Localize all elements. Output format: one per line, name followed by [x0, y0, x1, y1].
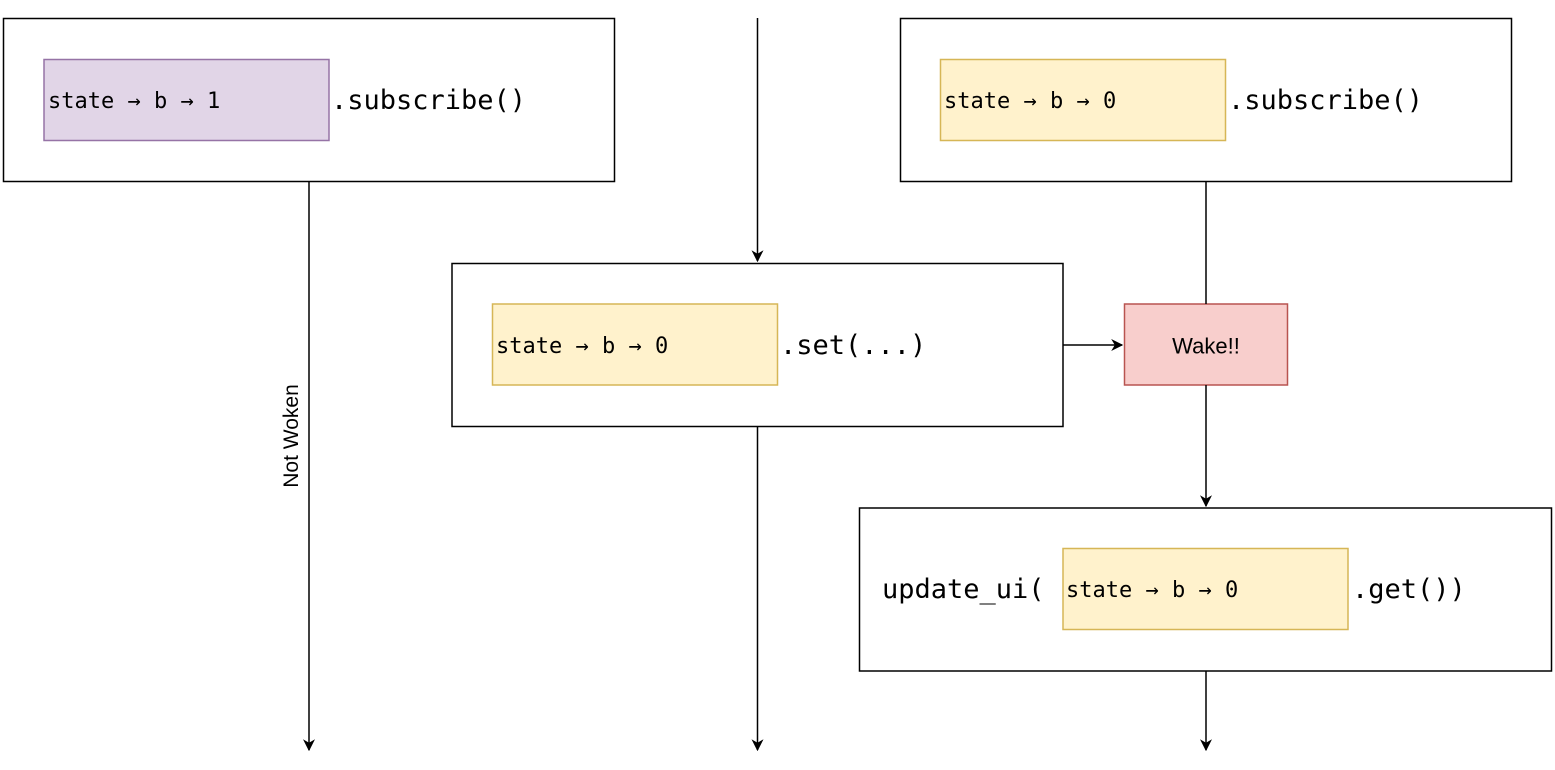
update-ui-block: update_ui( state → b → 0 .get()): [858, 507, 1553, 672]
subscriber-left-state-label: state → b → 1: [48, 89, 220, 114]
subscriber-right-method-label: .subscribe(): [1228, 85, 1423, 116]
subscriber-right-state-label: state → b → 0: [944, 89, 1116, 114]
not-woken-label: Not Woken: [280, 384, 303, 488]
setter-state-label: state → b → 0: [496, 334, 668, 359]
subscriber-right-state-chip: [939, 58, 1227, 142]
subscriber-left-block: state → b → 1 .subscribe(): [2, 17, 616, 183]
subscriber-left-state-chip: [43, 58, 330, 142]
wake-block: Wake!!: [1123, 303, 1289, 386]
subscriber-right-block: state → b → 0 .subscribe(): [899, 17, 1513, 183]
setter-method-label: .set(...): [780, 330, 926, 361]
update-ui-state-chip: [1062, 547, 1349, 631]
update-ui-state-label: state → b → 0: [1066, 578, 1238, 603]
setter-block: state → b → 0 .set(...): [451, 262, 1064, 428]
setter-state-chip: [491, 303, 779, 386]
wake-label: Wake!!: [1172, 334, 1240, 359]
update-ui-prefix-label: update_ui(: [882, 574, 1045, 605]
subscriber-left-method-label: .subscribe(): [331, 85, 526, 116]
update-ui-suffix-label: .get()): [1352, 574, 1466, 605]
